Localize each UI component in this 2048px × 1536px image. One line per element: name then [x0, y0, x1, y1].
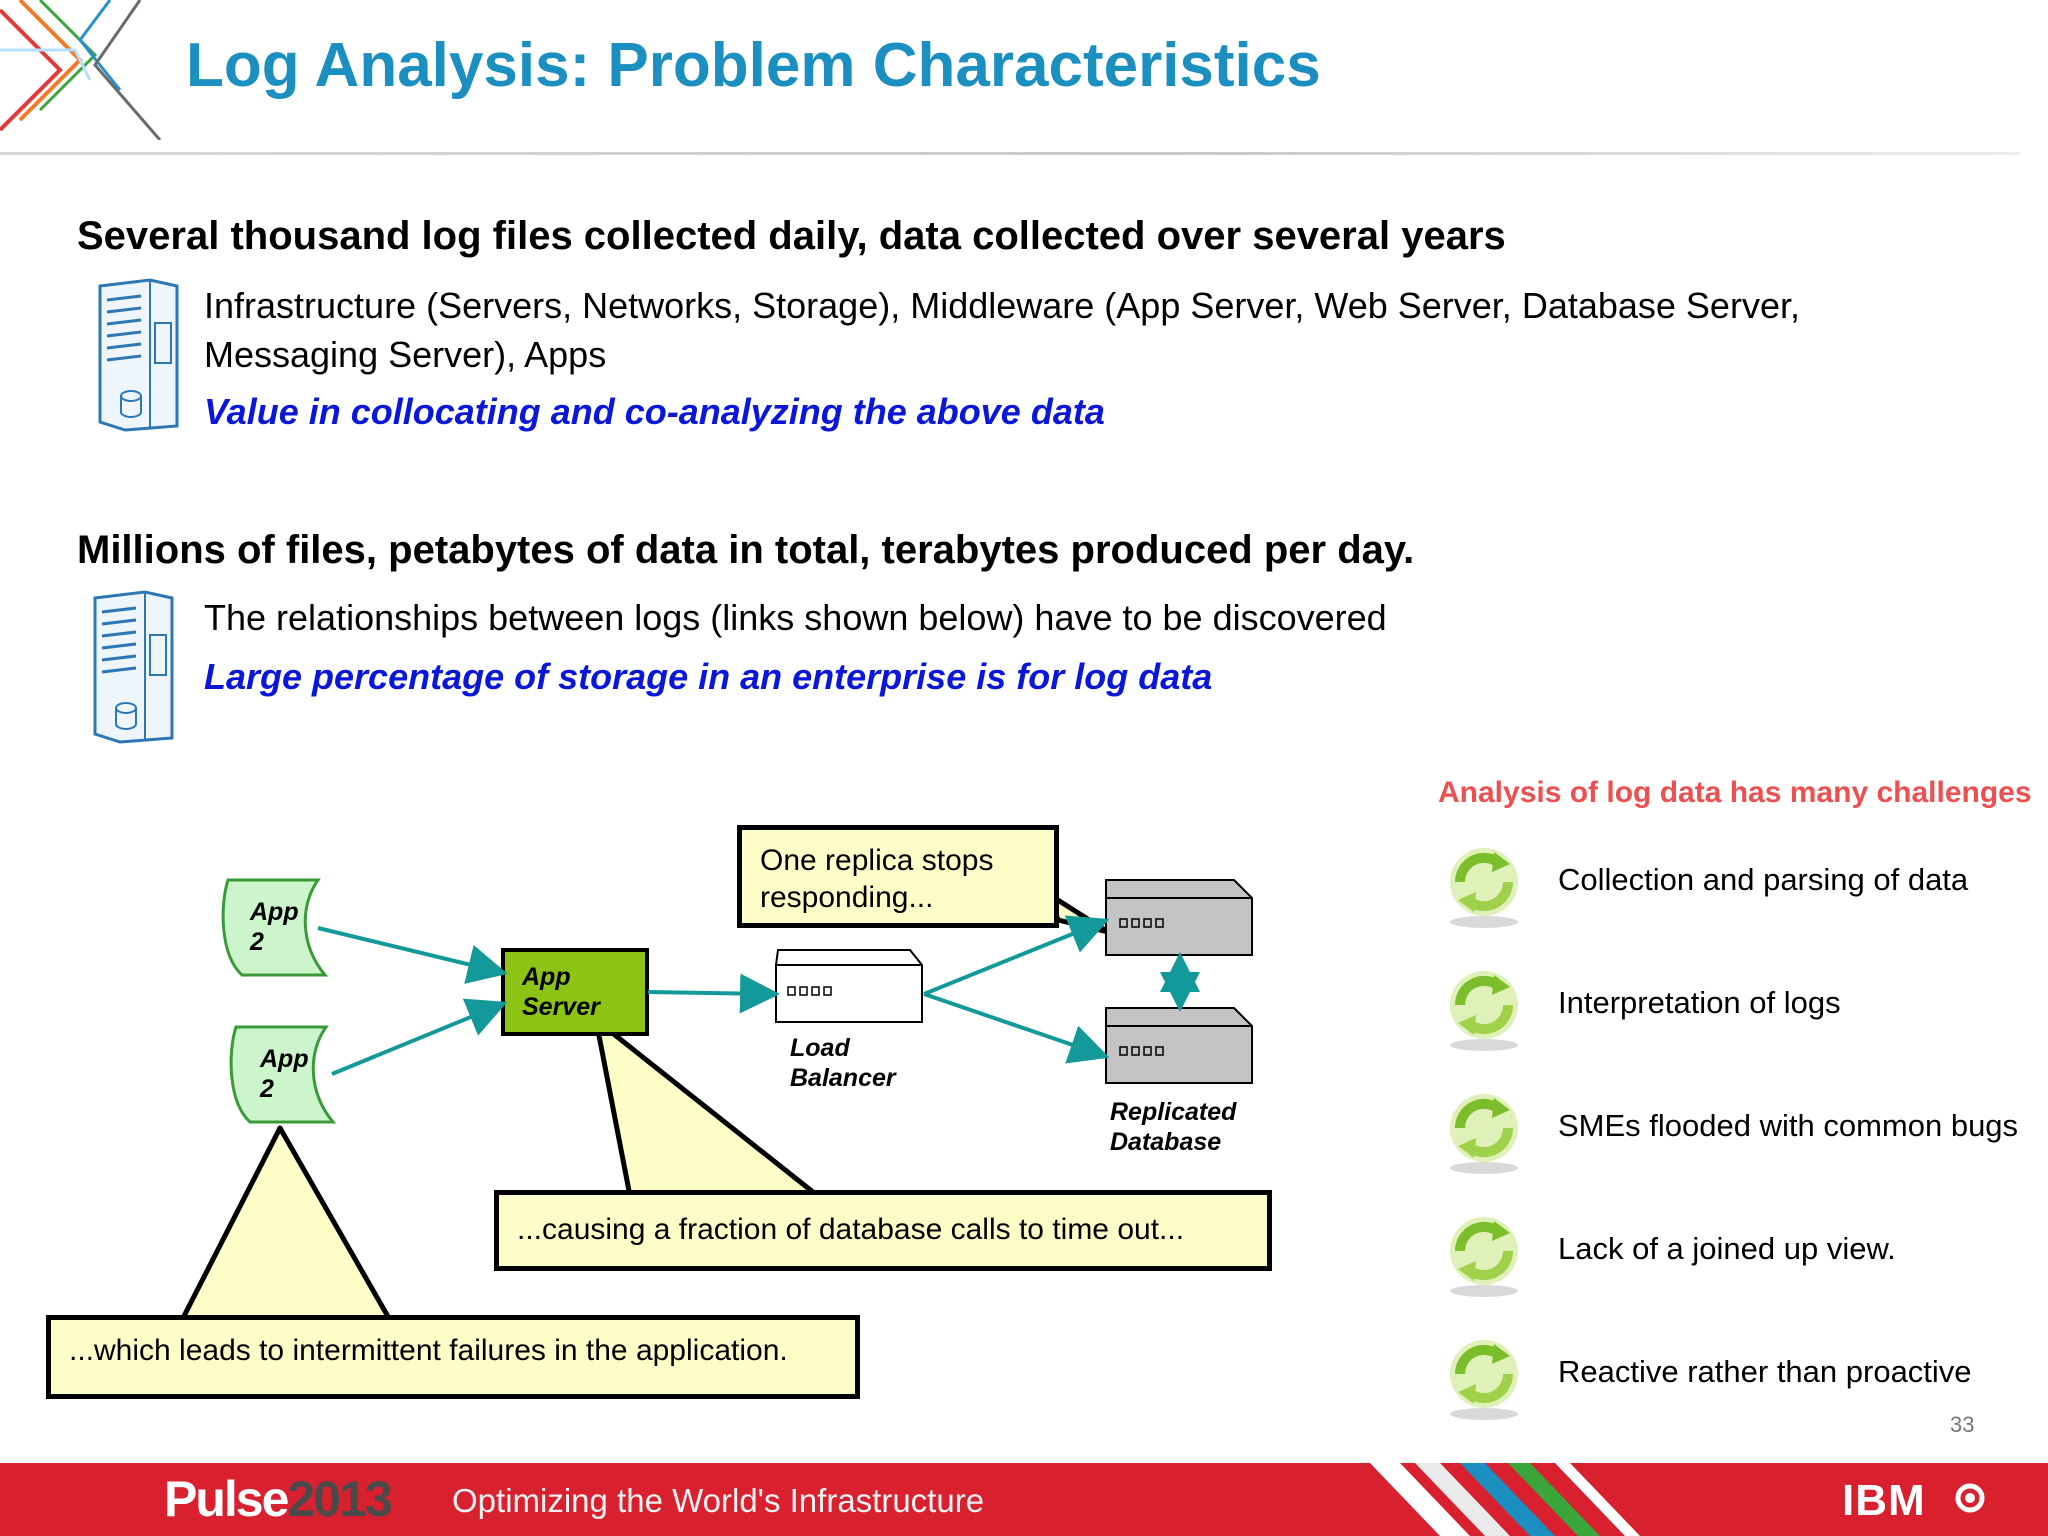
arrow-lb-to-db1: [923, 915, 1110, 996]
page-number: 33: [1950, 1412, 1975, 1437]
app-server-label: App Server: [522, 963, 600, 1021]
challenge-item: Collection and parsing of data: [1558, 862, 1969, 897]
challenge-item: SMEs flooded with common bugs: [1558, 1108, 2019, 1143]
challenges-heading: Analysis of log data has many challenges: [1438, 776, 2032, 809]
load-balancer-label: Load Balancer: [790, 1034, 896, 1092]
pulse-logo: Pulse2013: [164, 1470, 393, 1528]
pulse-logo-year: 2013: [287, 1471, 392, 1527]
callout-failures-pointer: [179, 1125, 393, 1322]
app-server-box: [501, 948, 649, 1036]
section2-emphasis: Large percentage of storage in an enterp…: [204, 656, 1213, 697]
arrow-lb-to-db2: [923, 992, 1110, 1064]
callout-replica: One replica stops responding...: [737, 825, 1059, 928]
app2-shape: [229, 1025, 337, 1124]
app1-label: App 2: [250, 898, 299, 956]
green-refresh-cycle-icon: [1450, 848, 1518, 928]
footer-stripes: [1370, 1463, 1640, 1536]
server-rack-icon: [93, 590, 174, 744]
green-refresh-cycle-icon: [1450, 1094, 1518, 1174]
app2-label: App 2: [260, 1045, 309, 1103]
footer-bar: [0, 1463, 2048, 1536]
section2-heading: Millions of files, petabytes of data in …: [77, 528, 1415, 572]
green-refresh-cycle-icon: [1450, 1217, 1518, 1297]
app1-shape: [221, 878, 329, 977]
callout-timeout-pointer: [593, 1017, 820, 1198]
corner-decoration: [0, 0, 162, 140]
pulse-logo-text: Pulse: [164, 1471, 289, 1527]
title-divider: [0, 152, 2020, 155]
green-refresh-cycle-icon: [1450, 1340, 1518, 1420]
challenge-item: Lack of a joined up view.: [1558, 1231, 1896, 1266]
section1-body: Infrastructure (Servers, Networks, Stora…: [204, 285, 1800, 375]
callout-timeout: ...causing a fraction of database calls …: [494, 1190, 1272, 1271]
section1-heading: Several thousand log files collected dai…: [77, 214, 1506, 258]
arrow-app2-to-server: [331, 998, 508, 1076]
callout-failures: ...which leads to intermittent failures …: [46, 1315, 860, 1399]
green-refresh-cycle-icon: [1450, 971, 1518, 1051]
load-balancer-box: [775, 949, 923, 1023]
section2-body: The relationships between logs (links sh…: [204, 597, 1387, 638]
section1-emphasis: Value in collocating and co-analyzing th…: [204, 391, 1105, 432]
replicated-database-label: Replicated Database: [1110, 1098, 1237, 1156]
arrow-server-to-lb: [647, 973, 780, 1014]
challenge-item: Interpretation of logs: [1558, 985, 1841, 1020]
arrow-app1-to-server: [317, 926, 508, 984]
architecture-diagram: [179, 878, 1253, 1322]
db-replica-1: [1105, 879, 1253, 956]
ibm-logo: IBM: [1842, 1476, 1926, 1525]
challenge-item: Reactive rather than proactive: [1558, 1354, 1972, 1389]
slide-title: Log Analysis: Problem Characteristics: [186, 31, 1321, 100]
footer-tagline: Optimizing the World's Infrastructure: [452, 1482, 985, 1519]
smarter-planet-icon: [1955, 1483, 1985, 1513]
db-replica-2: [1105, 1007, 1253, 1084]
server-rack-icon: [98, 278, 179, 432]
